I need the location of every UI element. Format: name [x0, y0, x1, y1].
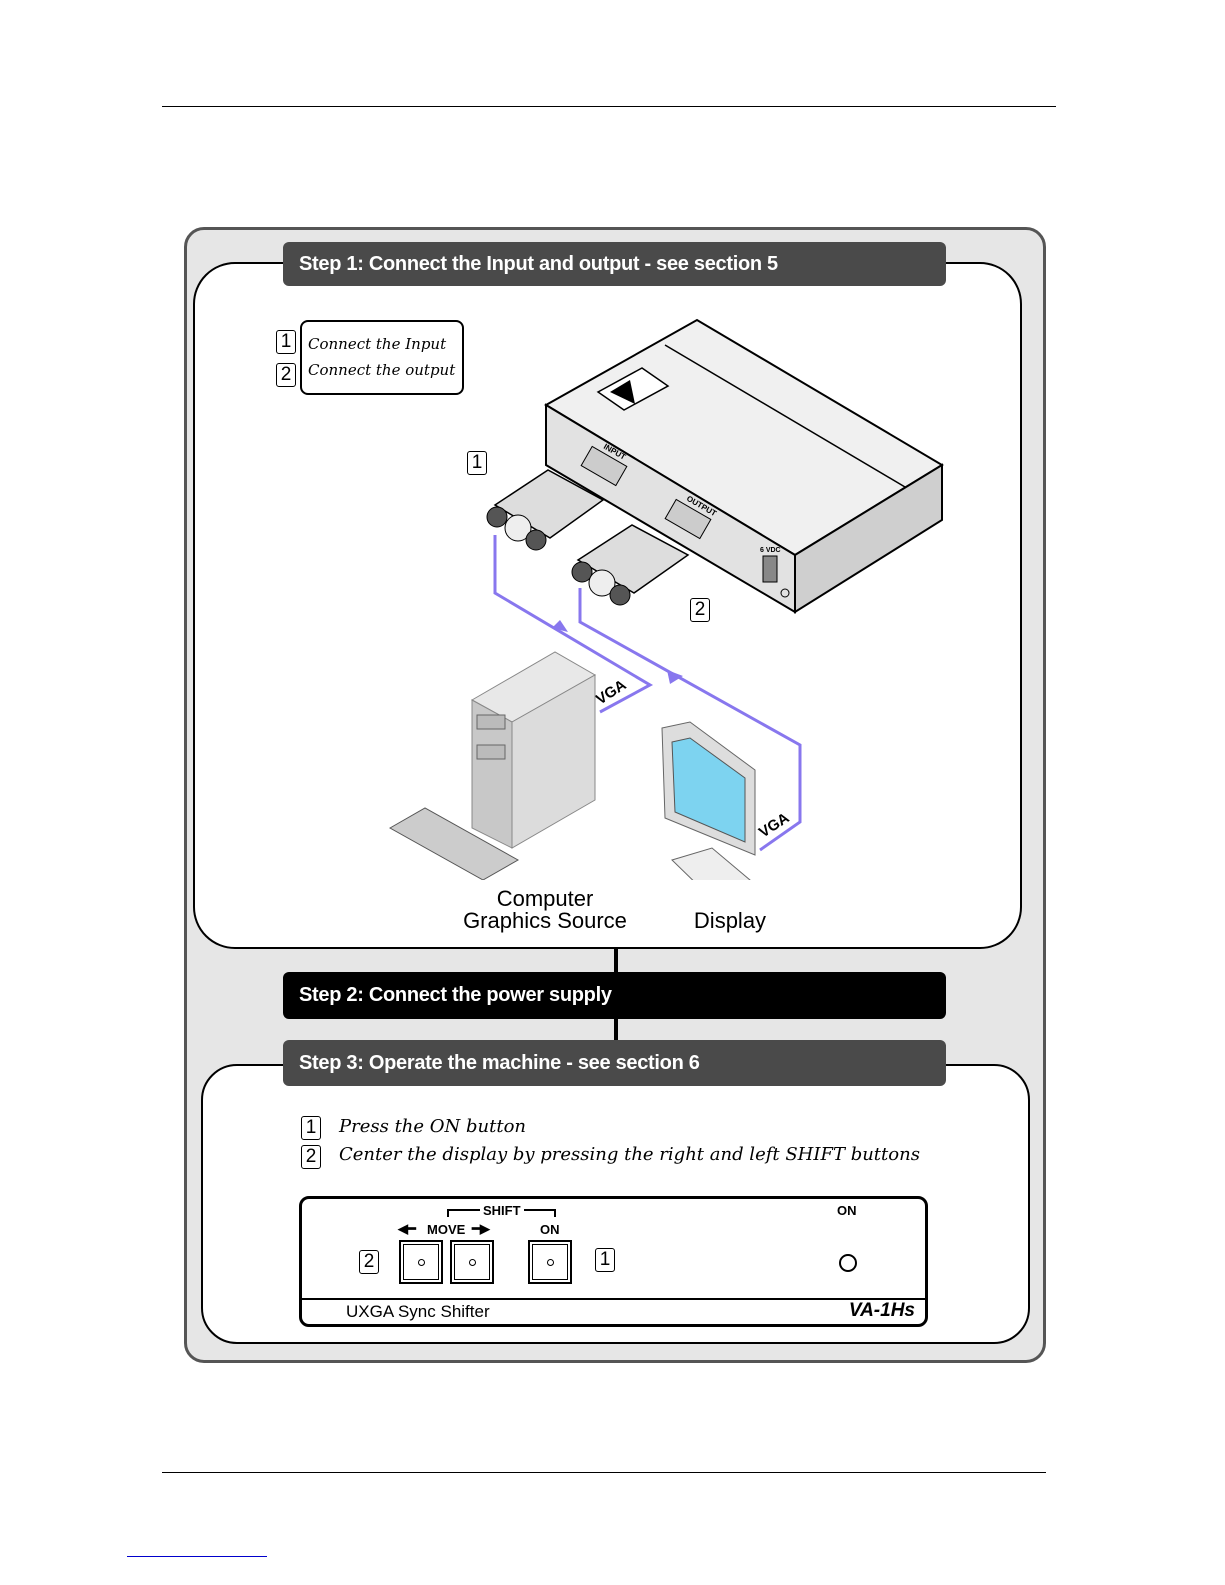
callout-input: 1 — [467, 451, 487, 475]
legend-text-1: Connect the Input — [308, 335, 447, 353]
vga-label-2: VGA — [756, 809, 793, 841]
legend-number-1: 1 — [276, 330, 296, 354]
display-label: Display — [693, 908, 767, 933]
panel-callout-1: 1 — [595, 1248, 615, 1272]
legend-text-2: Connect the output — [308, 361, 456, 379]
instruction-number-2: 2 — [301, 1145, 321, 1169]
connector-line — [614, 1019, 618, 1041]
on-led-icon — [839, 1254, 857, 1272]
vga-connector-output — [571, 524, 690, 606]
step3-header: Step 3: Operate the machine - see sectio… — [283, 1040, 946, 1086]
on-button[interactable] — [528, 1240, 572, 1284]
vga-label-1: VGA — [593, 676, 630, 708]
instruction-text-2: Center the display by pressing the right… — [339, 1144, 920, 1165]
model-name: VA-1Hs — [848, 1300, 915, 1321]
on-led-label: ON — [837, 1203, 857, 1218]
power-label: 6 VDC — [760, 547, 781, 554]
product-name: UXGA Sync Shifter — [346, 1302, 490, 1321]
move-right-arrow-icon: ━▶ — [472, 1221, 490, 1236]
move-label: MOVE — [427, 1222, 466, 1237]
header-rule — [162, 106, 1056, 107]
front-panel: SHIFT ◀━ MOVE ━▶ ON ON 2 1 UXGA Sync Shi… — [299, 1196, 928, 1327]
keyboard-icon — [388, 807, 520, 880]
shift-label: SHIFT — [480, 1203, 524, 1218]
source-label-line2: Graphics Source — [463, 908, 627, 933]
source-label-line1: Computer — [496, 886, 594, 911]
step1-header: Step 1: Connect the Input and output - s… — [283, 242, 946, 286]
panel-divider — [302, 1298, 925, 1300]
shift-right-button[interactable] — [450, 1240, 494, 1284]
legend-box: Connect the Input Connect the output — [300, 320, 464, 395]
panel-callout-2: 2 — [359, 1250, 379, 1274]
on-button-label: ON — [540, 1222, 560, 1237]
instruction-number-1: 1 — [301, 1116, 321, 1140]
callout-output: 2 — [690, 598, 710, 622]
connector-line — [614, 947, 618, 973]
shift-left-button[interactable] — [399, 1240, 443, 1284]
step2-header: Step 2: Connect the power supply — [283, 972, 946, 1019]
footer-rule — [162, 1472, 1046, 1473]
footer-link[interactable] — [127, 1556, 267, 1557]
vga-cable-input — [493, 535, 654, 714]
connection-illustration: INPUT OUTPUT 6 VDC VGA VGA — [388, 318, 944, 880]
vga-connector-input — [486, 469, 605, 551]
move-left-arrow-icon: ◀━ — [398, 1221, 416, 1236]
display-monitor-icon — [661, 721, 756, 880]
sync-shifter-device: INPUT OUTPUT 6 VDC — [544, 318, 944, 614]
computer-tower-icon — [470, 651, 597, 849]
instruction-text-1: Press the ON button — [339, 1116, 527, 1137]
legend-number-2: 2 — [276, 363, 296, 387]
vga-cable-output — [578, 588, 802, 852]
